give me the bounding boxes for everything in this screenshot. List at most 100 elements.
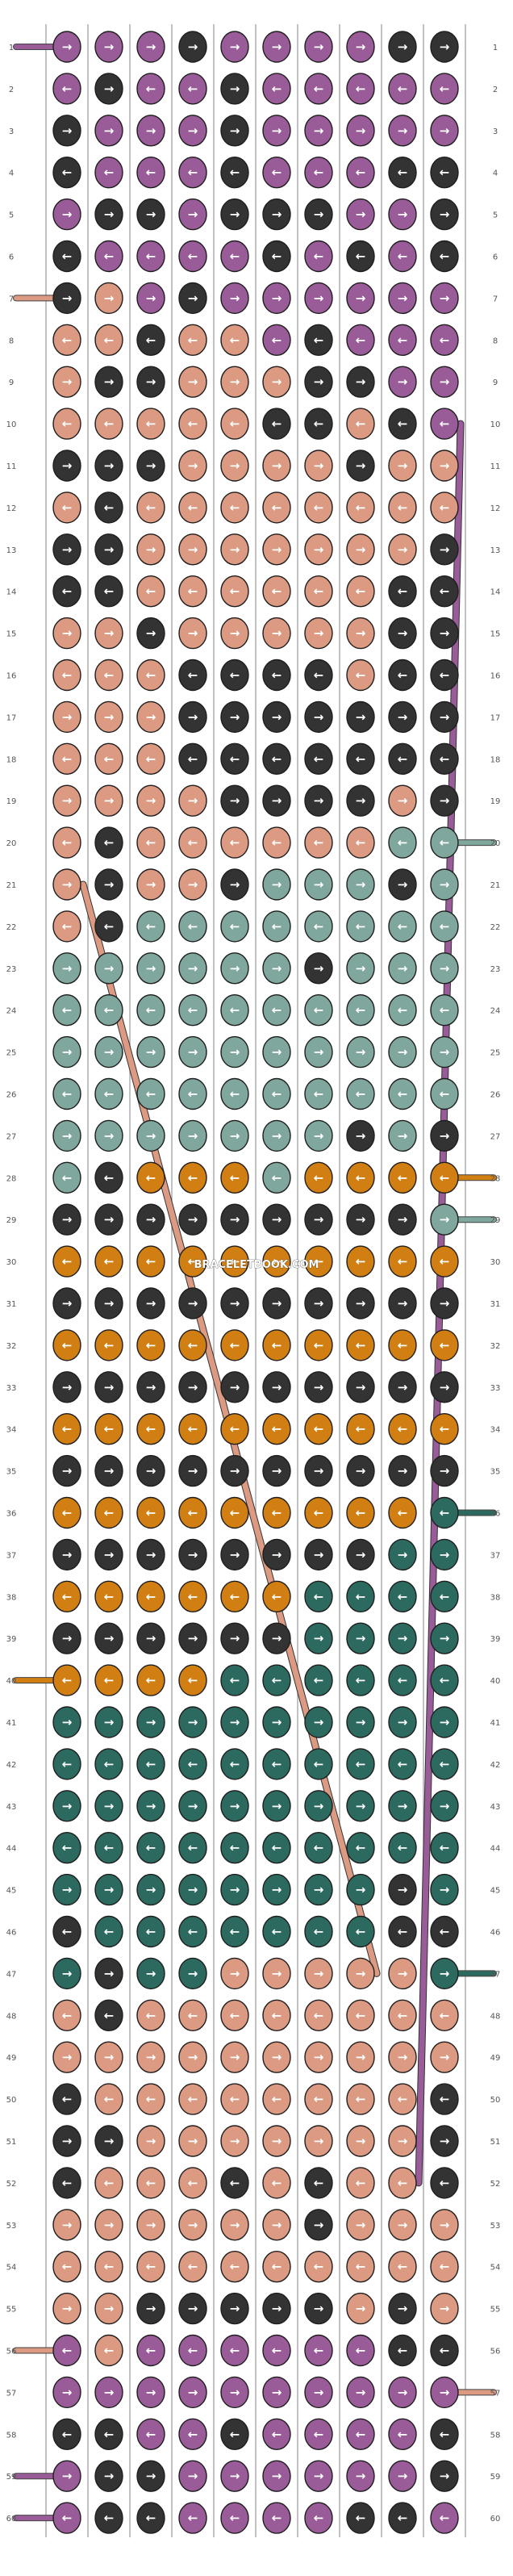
row-number-right: 36 [490, 1510, 501, 1519]
knot-circle [52, 826, 81, 859]
row-number-left: 27 [6, 1132, 17, 1141]
knot-circle [136, 2250, 165, 2283]
knot-arrow-icon: → [104, 40, 115, 54]
knot: → [220, 617, 249, 650]
knot: → [178, 282, 207, 315]
knot-arrow-icon: → [62, 1212, 73, 1227]
knot-arrow-icon: ← [104, 416, 115, 431]
knot: → [262, 282, 291, 315]
knot: → [94, 1538, 123, 1571]
row-number-left: 25 [6, 1049, 17, 1058]
knot-circle [430, 2376, 459, 2409]
knot: → [430, 1706, 459, 1738]
knot: → [430, 868, 459, 901]
knot-circle [346, 1748, 375, 1780]
knot-circle [178, 31, 207, 63]
knot: → [304, 366, 333, 398]
knot: ← [430, 491, 459, 524]
knot: → [430, 2460, 459, 2492]
row-number-right: 32 [490, 1342, 501, 1351]
knot-circle [220, 156, 249, 189]
knot-arrow-icon: → [62, 2469, 73, 2483]
knot-arrow-icon: → [440, 1966, 450, 1980]
knot: ← [430, 2167, 459, 2199]
knot-arrow-icon: → [62, 2385, 73, 2399]
knot: ← [220, 993, 249, 1027]
row-number-right: 40 [490, 1677, 501, 1686]
knot: → [304, 868, 333, 901]
knot: ← [430, 1999, 459, 2032]
knot: → [178, 2125, 207, 2157]
knot: ← [94, 1329, 123, 1361]
row-number-right: 44 [490, 1845, 501, 1854]
knot-arrow-icon: → [62, 1296, 73, 1311]
row-number-left: 57 [6, 2389, 17, 2398]
knot-arrow-icon: → [230, 1631, 240, 1646]
knot: ← [346, 1412, 375, 1445]
knot-arrow-icon: ← [104, 1170, 115, 1185]
knot: ← [178, 156, 207, 189]
knot-arrow-icon: ← [398, 584, 408, 599]
knot-arrow-icon: → [146, 961, 156, 976]
knot: → [262, 2460, 291, 2492]
knot-arrow-icon: → [188, 123, 198, 138]
knot-arrow-icon: ← [146, 1422, 156, 1436]
knot-circle [94, 1077, 123, 1110]
knot: ← [220, 408, 249, 440]
knot: ← [178, 993, 207, 1027]
row-number-left: 49 [6, 2054, 17, 2063]
knot-circle [136, 73, 165, 105]
knot-arrow-icon: ← [356, 249, 366, 264]
knot-arrow-icon: ← [188, 1170, 198, 1185]
knot: → [94, 2292, 123, 2325]
knot: ← [262, 2334, 291, 2367]
knot-arrow-icon: ← [272, 1087, 282, 1102]
knot-circle [178, 868, 207, 901]
knot-circle [52, 491, 81, 524]
knot-circle [262, 1873, 291, 1906]
knot-arrow-icon: → [62, 1715, 73, 1729]
knot-arrow-icon: ← [62, 2260, 73, 2274]
knot: ← [262, 240, 291, 273]
knot-arrow-icon: ← [398, 2427, 408, 2441]
knot-circle [52, 31, 81, 63]
knot-arrow-icon: ← [356, 751, 366, 766]
knot-arrow-icon: ← [146, 82, 156, 96]
knot: → [262, 617, 291, 650]
knot: → [346, 952, 375, 985]
knot: ← [346, 1664, 375, 1696]
knot-arrow-icon: ← [440, 249, 450, 264]
knot-arrow-icon: ← [146, 1254, 156, 1269]
knot: → [220, 1371, 249, 1403]
knot: ← [178, 1412, 207, 1445]
knot-arrow-icon: ← [146, 584, 156, 599]
knot: → [94, 115, 123, 147]
knot: → [94, 282, 123, 315]
knot-circle [430, 31, 459, 63]
knot: → [388, 1119, 417, 1152]
knot-arrow-icon: → [440, 2218, 450, 2232]
knot-arrow-icon: ← [440, 668, 450, 683]
knot-arrow-icon: → [188, 961, 198, 976]
knot-arrow-icon: ← [398, 751, 408, 766]
knot-circle [304, 240, 333, 273]
knot-arrow-icon: → [398, 1296, 408, 1311]
row-number-left: 24 [6, 1007, 17, 1016]
knot-circle [94, 1748, 123, 1780]
knot: ← [388, 73, 417, 105]
knot-arrow-icon: → [356, 1799, 366, 1813]
knot: → [388, 1873, 417, 1906]
row-number-left: 59 [6, 2473, 17, 2482]
knot-circle [388, 1454, 417, 1487]
knot-arrow-icon: → [188, 542, 198, 557]
knot: → [136, 1035, 165, 1068]
knot-circle [220, 2083, 249, 2115]
knot-arrow-icon: → [62, 458, 73, 473]
knot-circle [430, 1664, 459, 1696]
knot-circle [430, 2460, 459, 2492]
knot: ← [346, 2502, 375, 2534]
knot-circle [430, 1077, 459, 1110]
row-number-left: 48 [6, 2012, 17, 2021]
knot-circle [94, 2502, 123, 2534]
knot-arrow-icon: → [314, 1966, 324, 1980]
